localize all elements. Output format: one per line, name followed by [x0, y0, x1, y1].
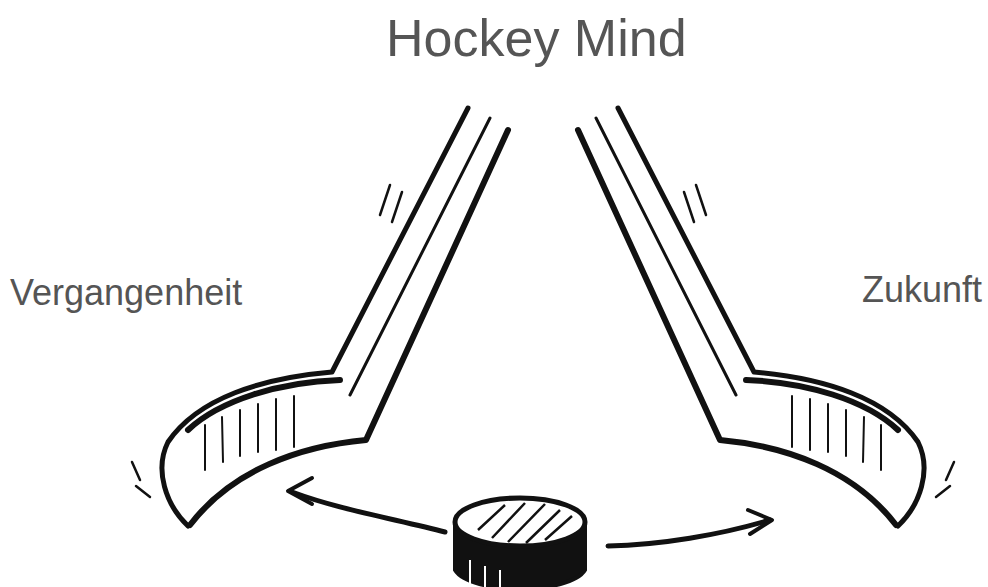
hockey-stick [132, 108, 508, 526]
time-label: Vergangenheit [10, 272, 242, 314]
time-label: Zukunft [862, 269, 982, 311]
hockey-puck [455, 498, 585, 587]
motion-arrow [288, 478, 772, 546]
hockey-stick [578, 108, 954, 526]
diagram-title: Hockey Mind [386, 8, 687, 68]
